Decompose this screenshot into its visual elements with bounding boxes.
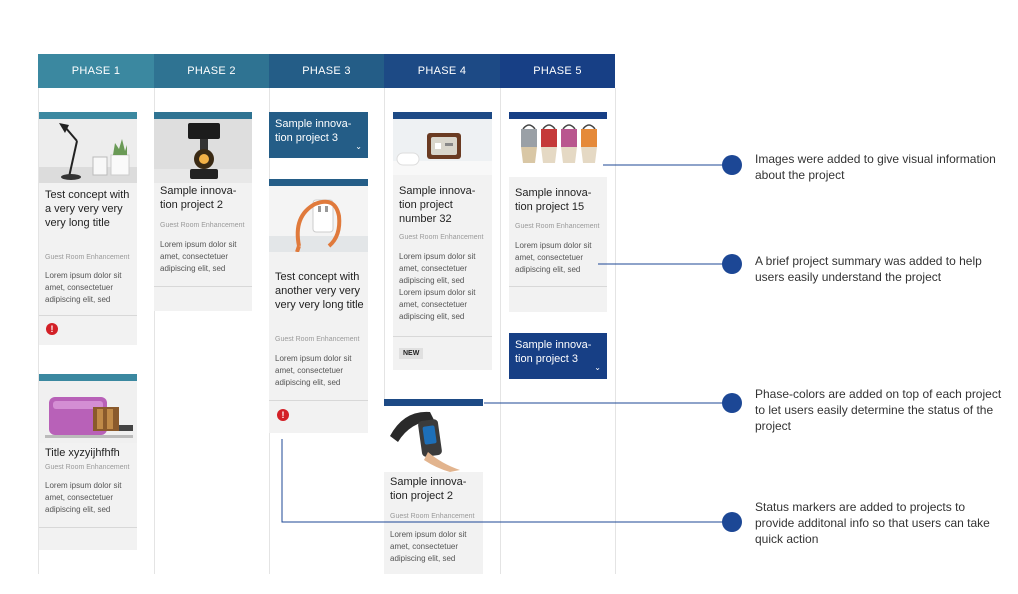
card-divider [39,527,137,528]
new-badge: NEW [399,348,424,359]
phase-board: PHASE 1 PHASE 2 PHASE 3 PHASE 4 PHASE 5 … [38,54,616,574]
phase-color-bar [269,179,368,186]
phase-header-2[interactable]: PHASE 2 [154,54,269,88]
project-summary: Lorem ipsum dolor sit amet, consectetuer… [390,530,467,563]
phase-color-bar [39,112,137,119]
card-divider [269,400,368,401]
project-summary: Lorem ipsum dolor sit amet, consectetuer… [399,252,476,321]
phase-header-4[interactable]: PHASE 4 [384,54,500,88]
project-image-toaster [39,381,137,443]
column-divider [500,88,501,574]
phase-header-3[interactable]: PHASE 3 [269,54,384,88]
project-category: Guest Room Enhancement [45,464,130,471]
project-image-lanterns [509,119,607,177]
phase-color-bar [154,112,252,119]
project-title[interactable]: Title xyzyijhfhfh [45,447,120,459]
project-title[interactable]: Sample innova-tion project number 32 [399,185,476,225]
project-category: Guest Room Enhancement [399,234,484,241]
card-divider [509,286,607,287]
project-summary: Lorem ipsum dolor sit amet, consectetuer… [160,240,237,273]
annotation-dot [722,512,742,532]
collapsed-project-card[interactable]: Sample innova-tion project 3 ⌄ [509,333,607,379]
project-image-clock [393,119,492,175]
card-divider [393,336,492,337]
annotation-dot [722,155,742,175]
annotation-dot [722,393,742,413]
annotation-dot [722,254,742,274]
project-title: Sample innova-tion project 3 [275,118,352,144]
annotation-phase-colors: Phase-colors are added on top of each pr… [755,387,1002,433]
project-title: Sample innova-tion project 3 [515,339,592,365]
column-divider [384,88,385,574]
project-image-handheld-device [384,406,483,472]
project-card[interactable]: Test concept with a very very very very … [39,112,137,345]
project-summary: Lorem ipsum dolor sit amet, consectetuer… [45,271,122,304]
annotation-images: Images were added to give visual informa… [755,152,996,182]
project-summary: Lorem ipsum dolor sit amet, consectetuer… [45,481,122,514]
card-divider [154,286,252,287]
card-divider [39,315,137,316]
project-title[interactable]: Sample innova-tion project 2 [160,185,237,211]
project-card[interactable]: Title xyzyijhfhfh Guest Room Enhancement… [39,374,137,550]
project-card[interactable]: Sample innova-tion project 15 Guest Room… [509,112,607,312]
project-image-power-outlet [269,186,368,252]
phase-color-bar [509,112,607,119]
phase-color-bar [39,374,137,381]
project-card[interactable]: Sample innova-tion project number 32 Gue… [393,112,492,370]
phase-color-bar [384,399,483,406]
project-title[interactable]: Sample innova-tion project 2 [390,476,467,502]
chevron-down-icon[interactable]: ⌄ [355,142,362,151]
annotation-status-markers: Status markers are added to projects to … [755,500,990,546]
column-divider [38,88,39,574]
project-category: Guest Room Enhancement [160,222,245,229]
chevron-down-icon[interactable]: ⌄ [594,363,601,372]
project-title[interactable]: Test concept with another very very very… [275,271,364,311]
project-title[interactable]: Sample innova-tion project 15 [515,187,592,213]
column-divider [154,88,155,574]
alert-icon[interactable]: ! [277,409,289,421]
project-image-table-lamp [154,119,252,183]
project-card[interactable]: Test concept with another very very very… [269,179,368,433]
phase-header-5[interactable]: PHASE 5 [500,54,615,88]
project-image-desk-lamp [39,119,137,183]
project-summary: Lorem ipsum dolor sit amet, consectetuer… [515,241,592,274]
alert-icon[interactable]: ! [46,323,58,335]
project-title[interactable]: Test concept with a very very very very … [45,189,130,229]
annotation-summary: A brief project summary was added to hel… [755,254,982,284]
project-card[interactable]: Sample innova-tion project 2 Guest Room … [384,399,483,574]
column-divider [615,88,616,574]
project-summary: Lorem ipsum dolor sit amet, consectetuer… [275,354,352,387]
project-category: Guest Room Enhancement [45,254,130,261]
project-category: Guest Room Enhancement [390,513,475,520]
collapsed-project-card[interactable]: Sample innova-tion project 3 ⌄ [269,112,368,158]
phase-header-1[interactable]: PHASE 1 [38,54,154,88]
project-card[interactable]: Sample innova-tion project 2 Guest Room … [154,112,252,311]
project-category: Guest Room Enhancement [515,223,600,230]
phase-color-bar [393,112,492,119]
project-category: Guest Room Enhancement [275,336,360,343]
